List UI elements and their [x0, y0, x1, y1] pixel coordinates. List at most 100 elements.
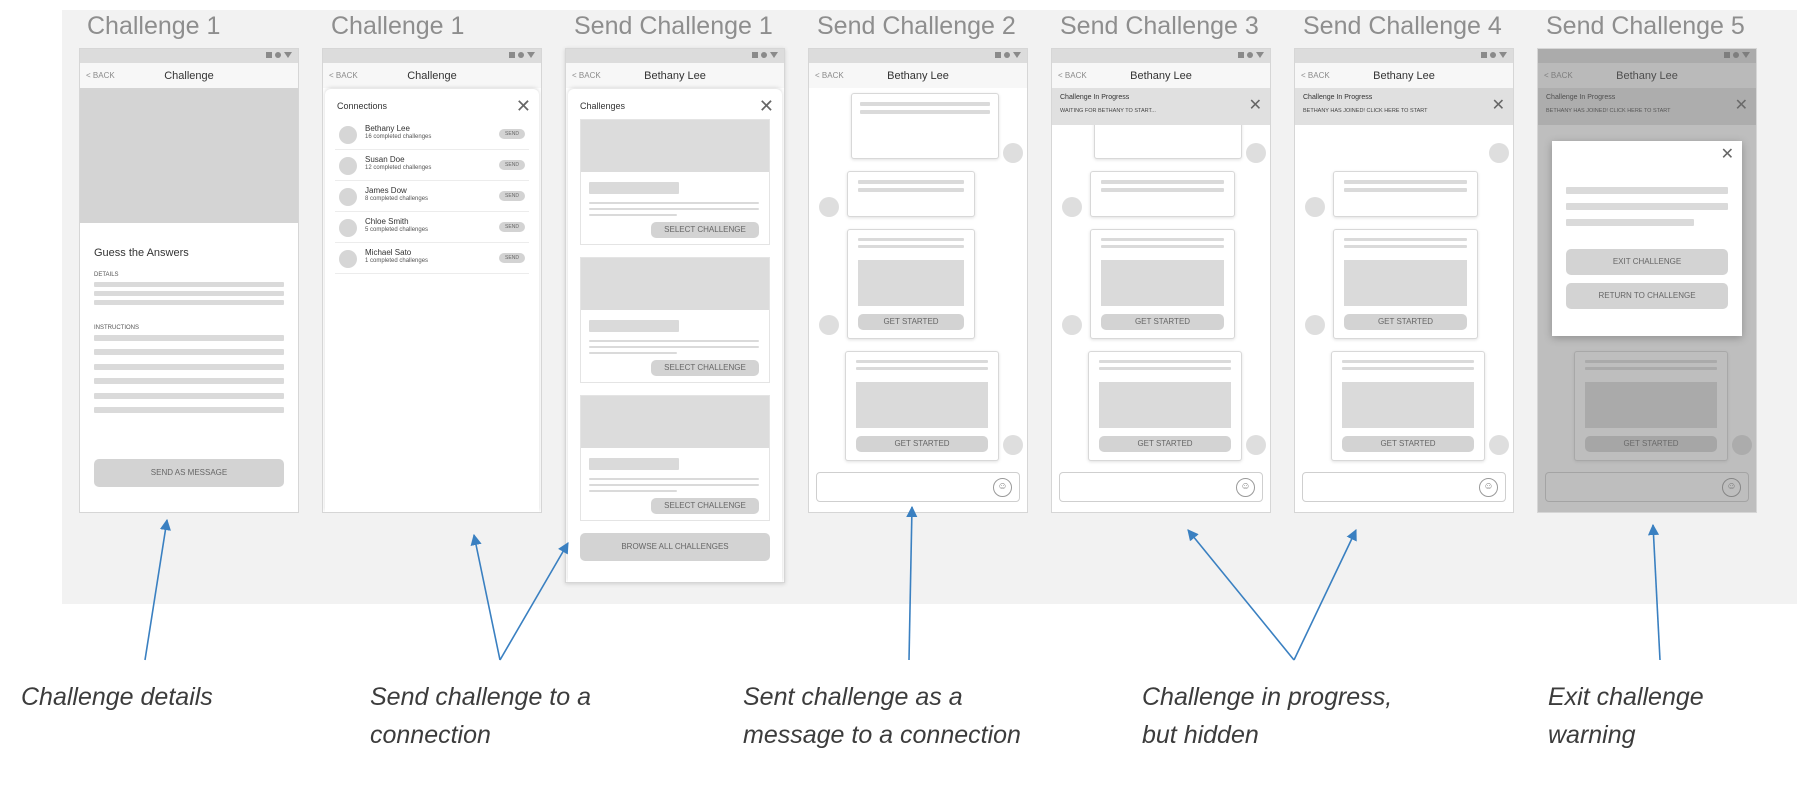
challenge-in-progress-banner[interactable]: Challenge In Progress WAITING FOR BETHAN…: [1052, 88, 1270, 125]
text-placeholder: [589, 208, 759, 210]
screen-title: Challenge 1: [331, 12, 465, 40]
emoji-icon[interactable]: ☺: [1236, 478, 1255, 497]
challenge-message-card[interactable]: GET STARTED: [1333, 229, 1478, 339]
image-placeholder: [1101, 260, 1224, 306]
back-button[interactable]: < BACK: [1058, 71, 1087, 80]
signal-icon: [1724, 52, 1730, 58]
banner-title: Challenge In Progress: [1060, 94, 1130, 101]
wifi-icon: [1247, 52, 1253, 58]
screen-title: Send Challenge 1: [574, 12, 773, 40]
phone-screen-connections: < BACK Challenge Connections ✕ Bethany L…: [322, 48, 542, 513]
close-icon[interactable]: ✕: [1491, 97, 1505, 114]
avatar: [339, 126, 357, 144]
message-input[interactable]: ☺: [1302, 472, 1506, 502]
nav-title: Bethany Lee: [1616, 70, 1678, 82]
get-started-button[interactable]: GET STARTED: [856, 436, 988, 452]
send-button[interactable]: SEND: [499, 129, 525, 139]
challenge-in-progress-banner: Challenge In Progress BETHANY HAS JOINED…: [1538, 88, 1756, 125]
challenge-in-progress-banner[interactable]: Challenge In Progress BETHANY HAS JOINED…: [1295, 88, 1513, 125]
send-as-message-button[interactable]: SEND AS MESSAGE: [94, 459, 284, 487]
text-placeholder: [94, 335, 284, 341]
exit-challenge-button[interactable]: EXIT CHALLENGE: [1566, 249, 1728, 275]
select-challenge-button[interactable]: SELECT CHALLENGE: [651, 360, 759, 376]
screen-title: Send Challenge 2: [817, 12, 1016, 40]
phone-screen-challenge-waiting: < BACK Bethany Lee Challenge In Progress…: [1051, 48, 1271, 513]
select-challenge-button[interactable]: SELECT CHALLENGE: [651, 498, 759, 514]
connection-row[interactable]: Chloe Smith 5 completed challenges SEND: [335, 212, 529, 243]
browse-all-challenges-button[interactable]: BROWSE ALL CHALLENGES: [580, 533, 770, 561]
challenge-card[interactable]: SELECT CHALLENGE: [580, 257, 770, 383]
get-started-button[interactable]: GET STARTED: [1342, 436, 1474, 452]
back-button[interactable]: < BACK: [815, 71, 844, 80]
text-placeholder: [589, 202, 759, 204]
wifi-icon: [1733, 52, 1739, 58]
back-button[interactable]: < BACK: [86, 71, 115, 80]
text-placeholder: [1344, 180, 1467, 184]
status-bar: [323, 49, 541, 63]
wifi-icon: [1004, 52, 1010, 58]
get-started-button: GET STARTED: [1585, 436, 1717, 452]
nav-title: Bethany Lee: [1373, 70, 1435, 82]
return-to-challenge-button[interactable]: RETURN TO CHALLENGE: [1566, 283, 1728, 309]
challenge-message-card[interactable]: GET STARTED: [1088, 351, 1242, 461]
challenge-message-card[interactable]: GET STARTED: [1331, 351, 1485, 461]
challenge-message-card[interactable]: GET STARTED: [1090, 229, 1235, 339]
text-placeholder: [858, 188, 964, 192]
back-button[interactable]: < BACK: [1544, 71, 1573, 80]
connection-row[interactable]: James Dow 8 completed challenges SEND: [335, 181, 529, 212]
banner-title: Challenge In Progress: [1303, 94, 1373, 101]
challenge-message-card: GET STARTED: [1574, 351, 1728, 461]
status-bar: [809, 49, 1027, 63]
avatar: [1062, 315, 1082, 335]
send-button[interactable]: SEND: [499, 222, 525, 232]
close-icon[interactable]: ✕: [1720, 146, 1734, 163]
caption-exit-warning: Exit challenge warning: [1548, 683, 1704, 749]
text-placeholder: [589, 352, 677, 354]
challenge-message-card[interactable]: GET STARTED: [845, 351, 999, 461]
connection-row[interactable]: Michael Sato 1 completed challenges SEND: [335, 243, 529, 274]
wifi-icon: [761, 52, 767, 58]
message-input[interactable]: ☺: [816, 472, 1020, 502]
battery-icon: [284, 52, 292, 58]
challenge-card[interactable]: SELECT CHALLENGE: [580, 119, 770, 245]
avatar: [1246, 143, 1266, 163]
text-placeholder: [1101, 238, 1224, 241]
text-placeholder: [1344, 238, 1467, 241]
message-input[interactable]: ☺: [1059, 472, 1263, 502]
connection-name: James Dow: [365, 186, 407, 195]
get-started-button[interactable]: GET STARTED: [1099, 436, 1231, 452]
arrow: [1187, 529, 1295, 661]
arrow: [470, 533, 501, 661]
avatar: [1305, 197, 1325, 217]
title-placeholder: [589, 182, 679, 194]
close-icon[interactable]: ✕: [758, 96, 774, 116]
get-started-button[interactable]: GET STARTED: [1101, 314, 1224, 330]
emoji-icon[interactable]: ☺: [1479, 478, 1498, 497]
image-placeholder: [1344, 260, 1467, 306]
close-icon[interactable]: ✕: [1248, 97, 1262, 114]
back-button[interactable]: < BACK: [329, 71, 358, 80]
get-started-button[interactable]: GET STARTED: [858, 314, 964, 330]
challenge-message-card[interactable]: GET STARTED: [847, 229, 975, 339]
send-button[interactable]: SEND: [499, 191, 525, 201]
back-button[interactable]: < BACK: [1301, 71, 1330, 80]
select-challenge-button[interactable]: SELECT CHALLENGE: [651, 222, 759, 238]
back-button[interactable]: < BACK: [572, 71, 601, 80]
send-button[interactable]: SEND: [499, 253, 525, 263]
connection-count: 16 completed challenges: [365, 134, 432, 140]
challenge-card[interactable]: SELECT CHALLENGE: [580, 395, 770, 521]
message-input: ☺: [1545, 472, 1749, 502]
connection-row[interactable]: Bethany Lee 16 completed challenges SEND: [335, 119, 529, 150]
avatar: [819, 315, 839, 335]
connection-name: Chloe Smith: [365, 217, 409, 226]
text-placeholder: [1585, 360, 1717, 363]
emoji-icon[interactable]: ☺: [993, 478, 1012, 497]
close-icon[interactable]: ✕: [515, 96, 531, 116]
connection-name: Susan Doe: [365, 155, 405, 164]
close-icon: ✕: [1734, 97, 1748, 114]
get-started-button[interactable]: GET STARTED: [1344, 314, 1467, 330]
send-button[interactable]: SEND: [499, 160, 525, 170]
connection-row[interactable]: Susan Doe 12 completed challenges SEND: [335, 150, 529, 181]
image-placeholder: [581, 396, 769, 448]
